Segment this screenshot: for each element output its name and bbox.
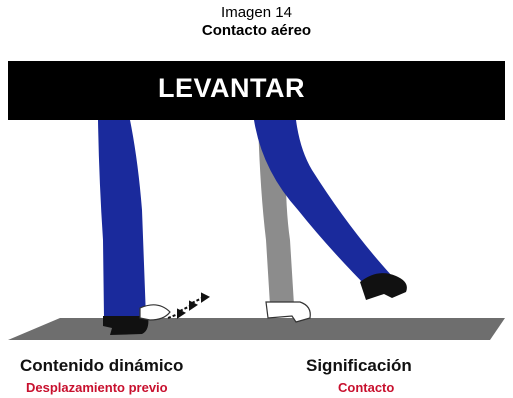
dashed-arrows-icon <box>167 292 210 319</box>
figure-title: Contacto aéreo <box>201 22 312 39</box>
banner-text: LEVANTAR <box>158 73 305 103</box>
right-blue-leg <box>254 120 392 292</box>
left-subheading: Desplazamiento previo <box>26 380 168 395</box>
right-heading: Significación <box>306 356 412 375</box>
white-shoe-outline-icon <box>139 304 171 321</box>
black-shoe-icon <box>103 316 149 335</box>
right-subheading: Contacto <box>338 380 395 395</box>
left-blue-leg <box>98 120 146 318</box>
floor <box>8 318 505 340</box>
title-banner: LEVANTAR <box>8 61 505 120</box>
figure-number: Imagen 14 <box>221 4 292 21</box>
black-shoe-icon <box>360 273 407 300</box>
left-heading: Contenido dinámico <box>20 356 184 375</box>
white-shoe-outline-icon <box>265 301 311 323</box>
